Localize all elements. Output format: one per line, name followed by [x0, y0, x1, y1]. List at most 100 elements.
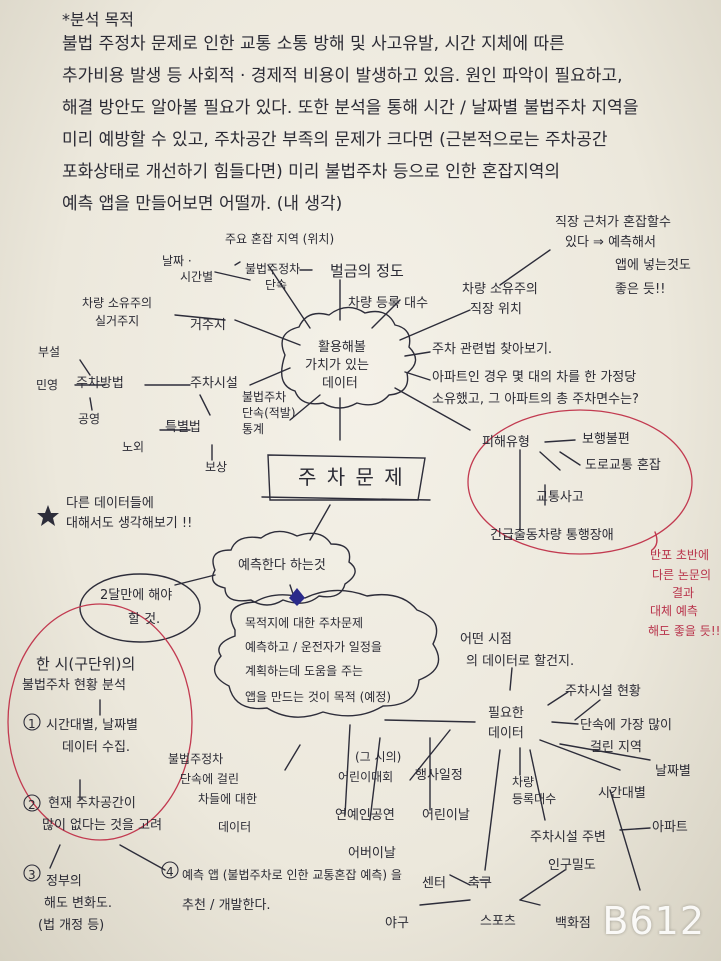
spoke-parking-method: 주차방법: [76, 376, 124, 391]
b612-watermark: B612: [602, 899, 705, 943]
data-apartment: 아파트: [652, 820, 688, 835]
predict-cloud-label: 예측한다 하는것: [238, 558, 326, 573]
center-node-line: 가치가 있는: [305, 358, 369, 373]
data-department: 백화점: [555, 916, 591, 931]
spoke-enforcement-stats: 통계: [242, 422, 265, 436]
data-events-prefix: (그 시의): [355, 750, 402, 764]
steps-title: 불법주차 현황 분석: [22, 678, 126, 693]
spoke-drivers-residence: 실거주지: [95, 314, 140, 328]
paragraph-line: 해결 방안도 알아볼 필요가 있다. 또한 분석을 통해 시간 / 날짜별 불법…: [62, 98, 639, 118]
section-title: *분석 목적: [62, 10, 134, 29]
damage-emergency: 긴급출동차량 통행장애: [490, 528, 614, 543]
spoke-private: 민영: [36, 378, 59, 392]
paragraph-line: 불법 주정차 문제로 인한 교통 소통 방해 및 사고유발, 시간 지체에 따른: [62, 34, 565, 54]
spoke-apartment: 아파트인 경우 몇 대의 차를 한 가정당: [432, 370, 637, 385]
data-sports: 스포츠: [480, 914, 516, 929]
damage-traffic: 도로교통 혼잡: [585, 458, 661, 473]
spoke-enforcement-stats: 불법주차: [242, 390, 287, 404]
data-vehicle-count: 등록대수: [512, 792, 557, 806]
note-line: 앱에 넣는것도: [615, 258, 691, 273]
data-which-time: 어떤 시점: [460, 632, 512, 647]
data-soccer: 축구: [468, 876, 492, 891]
spoke-fine: 벌금의 정도: [330, 262, 404, 280]
step-two: 현재 주차공간이: [48, 796, 136, 811]
spoke-enforcement: 단속: [265, 278, 288, 292]
steps-title: 한 시(구단위)의: [36, 655, 136, 673]
step-four: 예측 앱 (불법주차로 인한 교통혼잡 예측) 을: [182, 868, 402, 882]
data-center: 센터: [422, 876, 446, 891]
spoke-crime: 노외: [122, 440, 145, 454]
spoke-public: 공영: [78, 412, 101, 426]
data-events: 행사일정: [415, 768, 463, 783]
red-note-line: 다른 논문의: [652, 568, 712, 582]
center-node-line: 활용해볼: [318, 340, 366, 355]
star-note-line: 대해서도 생각해보기 !!: [66, 516, 193, 531]
purpose-line: 예측하고 / 운전자가 일정을: [245, 640, 382, 654]
data-performance: 연예인공연: [335, 808, 395, 823]
center-node-line: 데이터: [322, 376, 358, 391]
red-note-line: 해도 좋을 듯!!: [648, 624, 721, 638]
note-line: 직장 근처가 혼잡할수: [555, 215, 671, 230]
data-cafe: 어린이날: [422, 808, 470, 823]
data-vehicle-count: 차량: [512, 775, 535, 789]
note-line: 좋은 듯!!: [615, 282, 666, 297]
spoke-work-location: 직장 위치: [470, 302, 522, 317]
data-illegal-vehicles: 데이터: [218, 820, 252, 834]
purpose-line: 앱을 만드는 것이 목적 (예정): [245, 690, 392, 704]
red-note-line: 결과: [672, 586, 695, 600]
step-number: 1: [28, 717, 36, 731]
data-illegal-vehicles: 불법주정차: [168, 752, 224, 766]
step-number: 2: [28, 798, 36, 812]
data-baseball: 야구: [385, 916, 409, 931]
data-population: 인구밀도: [548, 858, 596, 873]
data-illegal-vehicles: 단속에 걸린: [180, 772, 240, 786]
data-time-col: 시간대별: [598, 786, 646, 801]
left-circle-line: 할 것.: [128, 612, 161, 627]
data-events-prefix: 어린이대회: [338, 770, 394, 784]
purpose-line: 계획하는데 도움을 주는: [245, 664, 364, 678]
spoke-vehicle-registration: 차량 등록 대수: [348, 296, 429, 311]
step-number: 3: [28, 868, 36, 882]
damage-type: 피해유형: [482, 435, 530, 450]
data-illegal-vehicles: 차들에 대한: [198, 792, 258, 806]
spoke-regional: 주요 혼잡 지역 (위치): [225, 232, 335, 246]
step-four: 추천 / 개발한다.: [182, 898, 271, 913]
data-node-line: 필요한: [488, 706, 524, 721]
data-parking-near: 주차시설 주변: [530, 830, 606, 845]
step-one: 데이터 수집.: [62, 740, 131, 755]
paragraph-line: 예측 앱을 만들어보면 어떨까. (내 생각): [62, 194, 343, 214]
paragraph-line: 미리 예방할 수 있고, 주차공간 부족의 문제가 크다면 (근본적으로는 주차…: [62, 130, 608, 150]
damage-walk: 보행불편: [582, 432, 630, 447]
red-note-line: 반포 초반에: [650, 548, 710, 562]
data-most-enforced: 단속에 가장 많이: [580, 718, 672, 733]
data-parking-status: 주차시설 현황: [565, 684, 641, 699]
spoke-parking-law: 주차 관련법 찾아보기.: [432, 342, 553, 357]
step-two: 많이 없다는 것을 고려: [42, 818, 163, 833]
spoke-side: 부설: [38, 345, 61, 359]
problem-box-label: 주 차 문 제: [298, 465, 405, 489]
note-line: 있다 ⇒ 예측해서: [565, 235, 656, 250]
step-one: 시간대별, 날짜별: [46, 718, 138, 733]
spoke-parking-facility: 주차시설: [190, 376, 238, 391]
star-note-line: 다른 데이터들에: [66, 496, 154, 511]
data-node-line: 데이터: [488, 726, 524, 741]
damage-accident: 교통사고: [536, 490, 584, 505]
spoke-date: 날짜 ·: [162, 254, 192, 268]
spoke-special-law: 특별법: [165, 420, 201, 435]
purpose-line: 목적지에 대한 주차문제: [245, 616, 364, 630]
spoke-drivers-residence: 차량 소유주의: [82, 296, 153, 310]
spoke-enforcement-stats: 단속(적발): [242, 406, 296, 420]
step-number: 4: [166, 865, 174, 879]
data-date-col: 날짜별: [655, 764, 691, 779]
left-circle-line: 2달만에 해야: [100, 588, 173, 603]
spoke-compensation: 보상: [205, 460, 228, 474]
paragraph-line: 포화상태로 개선하기 힘들다면) 미리 불법주차 등으로 인한 혼잡지역의: [62, 162, 561, 182]
step-three: (법 개정 등): [38, 918, 105, 933]
data-child-day: 어버이날: [348, 846, 396, 861]
data-which-time: 의 데이터로 할건지.: [466, 654, 575, 669]
step-three: 정부의: [46, 874, 82, 889]
data-most-enforced: 걸린 지역: [590, 740, 642, 755]
paragraph-line: 추가비용 발생 등 사회적 · 경제적 비용이 발생하고 있음. 원인 파악이 …: [62, 66, 623, 86]
